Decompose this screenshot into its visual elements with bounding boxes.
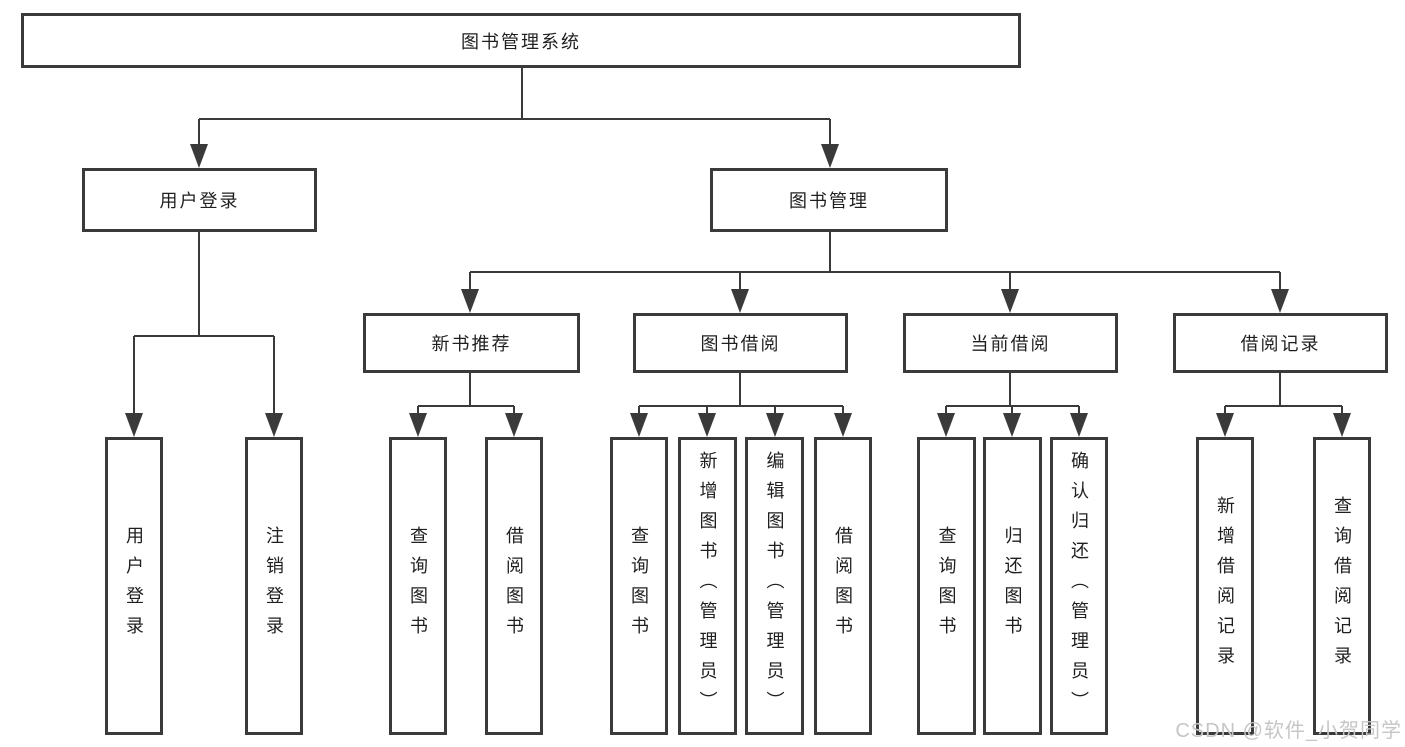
node-label: 用户登录 [124, 526, 144, 646]
leaf-borrow-books: 借阅图书 [814, 437, 872, 735]
node-label: 查询图书 [936, 526, 957, 646]
node-label: 注销登录 [264, 526, 284, 646]
node-new-book-recommendation: 新书推荐 [363, 313, 580, 373]
node-label: 查询图书 [408, 526, 428, 646]
node-label: 借阅记录 [1240, 334, 1321, 354]
leaf-return-books: 归还图书 [983, 437, 1042, 735]
node-label: 新书推荐 [431, 334, 512, 354]
node-label: 借阅图书 [504, 526, 524, 646]
leaf-search-books-current: 查询图书 [917, 437, 976, 735]
leaf-edit-books-admin: 编辑图书（管理员） [745, 437, 804, 735]
node-current-borrowing: 当前借阅 [903, 313, 1118, 373]
node-label: 当前借阅 [970, 334, 1051, 354]
node-label: 图书管理系统 [461, 31, 581, 52]
leaf-confirm-return-admin: 确认归还（管理员） [1050, 437, 1108, 735]
leaf-borrow-books-recommendation: 借阅图书 [485, 437, 543, 735]
node-label: 查询图书 [629, 526, 649, 646]
leaf-add-borrowing-record: 新增借阅记录 [1196, 437, 1254, 735]
node-label: 借阅图书 [833, 526, 853, 646]
node-label: 新增借阅记录 [1215, 496, 1235, 676]
node-label: 用户登录 [159, 191, 240, 211]
node-book-management: 图书管理 [710, 168, 948, 232]
leaf-search-borrowing-record: 查询借阅记录 [1313, 437, 1371, 735]
node-book-borrowing: 图书借阅 [633, 313, 848, 373]
node-label: 归还图书 [1002, 526, 1023, 646]
node-label: 确认归还（管理员） [1069, 451, 1089, 721]
leaf-search-books-borrowing: 查询图书 [610, 437, 668, 735]
node-label: 编辑图书（管理员） [764, 451, 785, 721]
node-label: 图书借阅 [700, 334, 781, 354]
leaf-logout: 注销登录 [245, 437, 303, 735]
node-label: 查询借阅记录 [1332, 496, 1352, 676]
node-library-management-system: 图书管理系统 [21, 13, 1021, 68]
node-label: 新增图书（管理员） [697, 451, 718, 721]
node-borrowing-records: 借阅记录 [1173, 313, 1388, 373]
watermark: CSDN @软件_小贺同学 [1175, 720, 1402, 742]
node-label: 图书管理 [789, 191, 869, 211]
leaf-add-books-admin: 新增图书（管理员） [678, 437, 737, 735]
node-user-login: 用户登录 [82, 168, 317, 232]
leaf-search-books-recommendation: 查询图书 [389, 437, 447, 735]
leaf-user-login: 用户登录 [105, 437, 163, 735]
